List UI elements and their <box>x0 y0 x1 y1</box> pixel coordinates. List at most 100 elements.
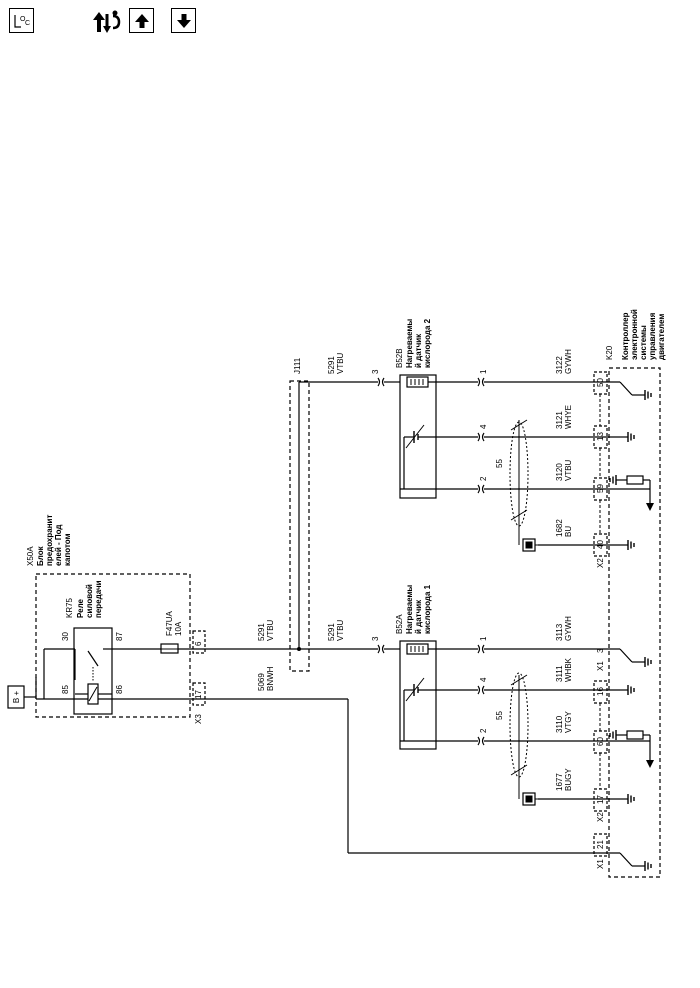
svg-text:17: 17 <box>194 690 203 699</box>
shields <box>509 419 538 806</box>
svg-text:4: 4 <box>479 677 488 682</box>
svg-text:X3: X3 <box>194 714 203 724</box>
svg-text:3110: 3110 <box>555 715 564 733</box>
svg-text:VTGY: VTGY <box>564 711 573 733</box>
svg-text:VTBU: VTBU <box>336 352 345 374</box>
wire-labels: 5291 VTBU 5291 VTBU 5291 VTBU 5069 BNWH … <box>257 349 573 791</box>
svg-text:BU: BU <box>564 526 573 537</box>
svg-text:елей - Под: елей - Под <box>54 524 63 566</box>
svg-text:3120: 3120 <box>555 463 564 481</box>
svg-text:C: C <box>25 20 30 27</box>
svg-text:F47UA: F47UA <box>165 610 174 636</box>
svg-text:WHBK: WHBK <box>564 657 573 682</box>
svg-text:3: 3 <box>371 369 380 374</box>
svg-text:5291: 5291 <box>327 623 336 641</box>
svg-text:3: 3 <box>371 636 380 641</box>
svg-text:59: 59 <box>596 484 605 493</box>
svg-text:кислорода 2: кислорода 2 <box>423 318 432 368</box>
svg-text:1677: 1677 <box>555 773 564 791</box>
fuse: F47UA 10A <box>160 610 183 654</box>
svg-text:B +: B + <box>12 691 21 704</box>
svg-text:55: 55 <box>495 711 504 720</box>
toolbar: O C <box>0 0 700 46</box>
arrow-down-button[interactable] <box>171 8 196 33</box>
svg-text:30: 30 <box>61 632 70 641</box>
arrow-up-button[interactable] <box>129 8 154 33</box>
svg-text:B52B: B52B <box>395 348 404 368</box>
svg-text:60: 60 <box>596 737 605 746</box>
svg-text:13: 13 <box>596 432 605 441</box>
svg-text:5069: 5069 <box>257 673 266 691</box>
svg-text:системы: системы <box>639 325 648 360</box>
fuse-block: X50A Блок предохранит елей - Под капотом <box>26 515 191 718</box>
svg-text:силовой: силовой <box>85 584 94 618</box>
svg-text:электронной: электронной <box>630 309 639 360</box>
location-icon[interactable]: O C <box>9 8 34 33</box>
svg-text:KR75: KR75 <box>65 597 74 618</box>
svg-text:Блок: Блок <box>36 545 45 566</box>
svg-text:VTBU: VTBU <box>266 619 275 641</box>
oxygen-sensor-1: B52A Нагреваемы й датчик кислорода 1 <box>395 584 437 750</box>
arrow-up-icon <box>134 13 149 28</box>
svg-text:85: 85 <box>61 685 70 694</box>
svg-text:17: 17 <box>596 795 605 804</box>
svg-text:6: 6 <box>194 641 203 646</box>
svg-text:GYWH: GYWH <box>564 616 573 641</box>
circuit-operation-icon[interactable] <box>89 6 123 41</box>
svg-text:кислорода 1: кислорода 1 <box>423 584 432 634</box>
svg-text:X1: X1 <box>596 661 605 671</box>
svg-text:й датчик: й датчик <box>414 599 423 634</box>
svg-text:2: 2 <box>479 728 488 733</box>
svg-text:K20: K20 <box>605 345 614 360</box>
svg-text:16: 16 <box>596 687 605 696</box>
svg-text:40: 40 <box>596 540 605 549</box>
svg-text:5291: 5291 <box>257 623 266 641</box>
svg-text:Контроллер: Контроллер <box>621 312 630 360</box>
relay: KR75 Реле силовой передачи 30 85 86 87 <box>61 580 124 715</box>
svg-text:10A: 10A <box>174 621 183 636</box>
ecm-module: K20 Контроллер электронной системы управ… <box>605 309 666 878</box>
svg-text:X1: X1 <box>596 859 605 869</box>
svg-text:X50A: X50A <box>26 546 35 566</box>
svg-text:WHYE: WHYE <box>564 405 573 429</box>
svg-text:Нагреваемы: Нагреваемы <box>405 585 414 634</box>
svg-text:1: 1 <box>479 369 488 374</box>
svg-text:BNWH: BNWH <box>266 666 275 691</box>
svg-text:Нагреваемы: Нагреваемы <box>405 319 414 368</box>
svg-text:GYWH: GYWH <box>564 349 573 374</box>
wires <box>35 381 651 854</box>
svg-text:BUGY: BUGY <box>564 768 573 791</box>
svg-text:VTBU: VTBU <box>336 619 345 641</box>
svg-text:передачи: передачи <box>94 580 103 618</box>
svg-text:87: 87 <box>115 632 124 641</box>
svg-text:1682: 1682 <box>555 519 564 537</box>
svg-text:2: 2 <box>479 476 488 481</box>
svg-text:VTBU: VTBU <box>564 459 573 481</box>
svg-text:X2: X2 <box>596 558 605 568</box>
svg-text:управления: управления <box>648 312 657 360</box>
ecm-connectors: 50 13 59 40 X2 3 X1 16 60 17 X2 21 X1 <box>593 371 608 869</box>
svg-text:1: 1 <box>479 636 488 641</box>
svg-text:3113: 3113 <box>555 623 564 641</box>
svg-text:предохранит: предохранит <box>45 515 54 566</box>
svg-text:O: O <box>20 16 26 23</box>
svg-text:50: 50 <box>596 378 605 387</box>
svg-text:4: 4 <box>479 424 488 429</box>
svg-text:3121: 3121 <box>555 411 564 429</box>
svg-text:двигателем: двигателем <box>657 314 666 360</box>
arrow-down-icon <box>176 13 191 28</box>
svg-text:3122: 3122 <box>555 356 564 374</box>
svg-text:капотом: капотом <box>63 533 72 566</box>
svg-text:55: 55 <box>495 459 504 468</box>
svg-text:5291: 5291 <box>327 356 336 374</box>
svg-text:86: 86 <box>115 685 124 694</box>
svg-text:B52A: B52A <box>395 614 404 634</box>
svg-text:3111: 3111 <box>555 665 564 682</box>
svg-text:J111: J111 <box>293 357 302 374</box>
svg-text:й датчик: й датчик <box>414 333 423 368</box>
x3-connector: 6 17 X3 <box>192 630 206 724</box>
svg-text:3: 3 <box>596 648 605 653</box>
wire-breaks <box>377 377 485 746</box>
svg-text:X2: X2 <box>596 812 605 822</box>
